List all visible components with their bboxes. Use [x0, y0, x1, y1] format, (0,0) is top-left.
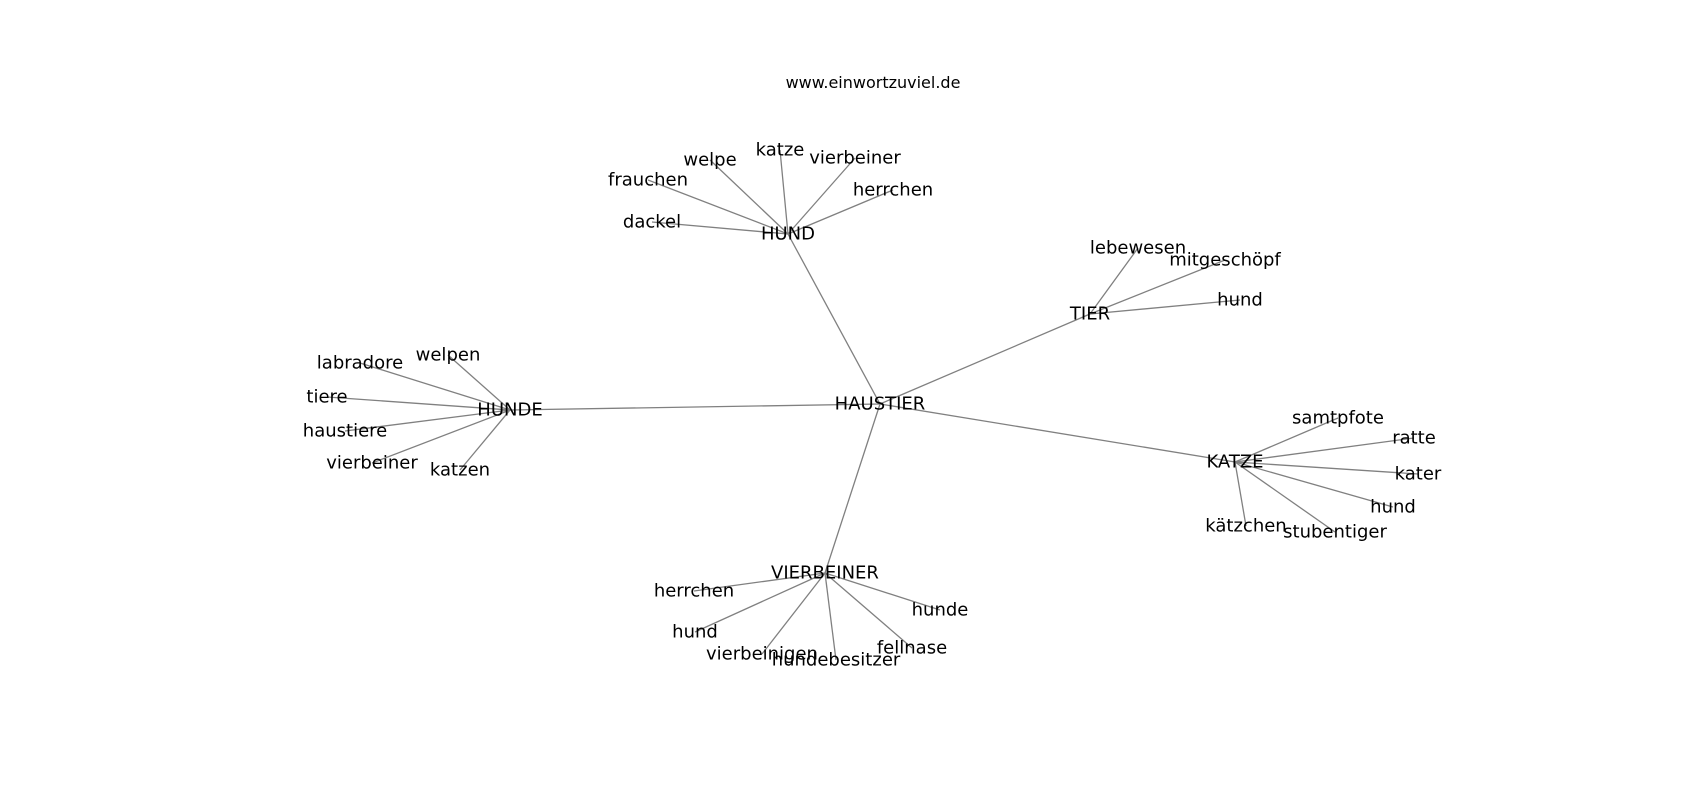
- node-leaf-tier-lebewesen: lebewesen: [1090, 238, 1186, 259]
- node-leaf-katze-hund: hund: [1370, 497, 1416, 518]
- node-leaf-tier-mitgeschoepf: mitgeschöpf: [1169, 250, 1281, 271]
- edge-root-hund: [787, 233, 881, 405]
- edge-vierbeiner-herrchen: [693, 572, 826, 592]
- edge-tier-mitgeschoepf: [1089, 259, 1226, 315]
- edge-tier-hund: [1089, 299, 1241, 315]
- edge-katze-samtpfote: [1234, 417, 1339, 463]
- node-leaf-hund-frauchen: frauchen: [608, 170, 688, 191]
- edge-hunde-labradore: [359, 362, 511, 411]
- node-cluster-vierbeiner: VIERBEINER: [771, 563, 879, 584]
- node-leaf-katze-stubentiger: stubentiger: [1283, 522, 1387, 543]
- edge-vierbeiner-vierbeinigen: [761, 572, 826, 655]
- node-leaf-vierbeiner-hunde: hunde: [912, 600, 969, 621]
- node-cluster-hund: HUND: [761, 224, 815, 245]
- node-leaf-katze-ratte: ratte: [1392, 428, 1436, 449]
- node-leaf-hund-welpe: welpe: [683, 150, 736, 171]
- edge-katze-stubentiger: [1234, 461, 1336, 533]
- edge-hunde-haustiere: [344, 409, 511, 432]
- node-leaf-hund-dackel: dackel: [623, 212, 681, 233]
- node-leaf-vierbeiner-herrchen: herrchen: [654, 581, 734, 602]
- edge-katze-hund: [1234, 461, 1394, 508]
- node-leaf-hunde-labradore: labradore: [317, 353, 403, 374]
- node-leaf-hund-herrchen: herrchen: [853, 180, 933, 201]
- node-leaf-hunde-tiere: tiere: [306, 387, 347, 408]
- edge-root-tier: [879, 313, 1091, 405]
- edge-katze-ratte: [1234, 437, 1415, 463]
- edge-vierbeiner-hunde: [824, 572, 941, 611]
- edge-root-katze: [879, 403, 1236, 463]
- edge-hunde-welpen: [447, 354, 511, 411]
- edge-hund-herrchen: [787, 189, 894, 235]
- node-leaf-hunde-haustiere: haustiere: [303, 421, 387, 442]
- node-leaf-hund-katze: katze: [756, 140, 805, 161]
- node-root-haustier: HAUSTIER: [835, 394, 926, 415]
- edge-vierbeiner-hund: [694, 572, 826, 633]
- node-cluster-katze: KATZE: [1206, 452, 1263, 473]
- edge-hund-vierbeiner: [787, 157, 856, 235]
- node-leaf-vierbeiner-fellnase: fellnase: [877, 638, 947, 659]
- node-leaf-vierbeiner-hund: hund: [672, 622, 718, 643]
- graph-edges: [326, 149, 1419, 661]
- node-leaf-hunde-welpen: welpen: [416, 345, 481, 366]
- edge-hund-frauchen: [647, 179, 789, 235]
- node-leaf-tier-hund: hund: [1217, 290, 1263, 311]
- edge-katze-kater: [1234, 461, 1419, 475]
- edge-vierbeiner-hundebesitzer: [824, 572, 837, 661]
- node-leaf-katze-kaetzchen: kätzchen: [1205, 516, 1286, 537]
- node-leaf-hunde-vierbeiner: vierbeiner: [326, 453, 418, 474]
- source-url-label: www.einwortzuviel.de: [786, 73, 961, 92]
- edge-root-vierbeiner: [824, 403, 881, 574]
- node-leaf-vierbeiner-vierbeinigen: vierbeinigen: [706, 644, 818, 665]
- node-leaf-hunde-katzen: katzen: [430, 460, 490, 481]
- edge-tier-lebewesen: [1089, 247, 1139, 315]
- node-leaf-katze-samtpfote: samtpfote: [1292, 408, 1384, 429]
- edge-katze-kaetzchen: [1234, 461, 1247, 527]
- edge-hunde-katzen: [459, 409, 511, 471]
- edge-hund-dackel: [651, 221, 789, 235]
- edge-hund-welpe: [709, 159, 789, 235]
- edge-hund-katze: [779, 149, 789, 235]
- edge-hunde-vierbeiner: [371, 409, 511, 464]
- node-leaf-hund-vierbeiner: vierbeiner: [809, 148, 901, 169]
- edge-root-hunde: [509, 403, 881, 411]
- node-cluster-hunde: HUNDE: [477, 400, 542, 421]
- node-leaf-vierbeiner-hundebesitzer: hundebesitzer: [772, 650, 901, 671]
- edge-vierbeiner-fellnase: [824, 572, 913, 649]
- node-leaf-katze-kater: kater: [1395, 464, 1442, 485]
- node-cluster-tier: TIER: [1069, 304, 1110, 325]
- edge-hunde-tiere: [326, 396, 511, 411]
